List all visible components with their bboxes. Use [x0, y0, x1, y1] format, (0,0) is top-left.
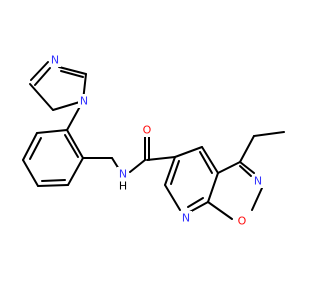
bond	[199, 151, 213, 174]
bond	[22, 159, 39, 187]
atom-label-background	[252, 174, 264, 188]
atom-label-background	[236, 214, 248, 228]
bond	[58, 66, 87, 75]
atom-label-background	[117, 167, 129, 181]
bond	[164, 156, 176, 186]
bond	[170, 160, 180, 185]
benzene-ring	[22, 129, 84, 187]
bond	[64, 134, 79, 158]
atom-n-imidazole-top: N	[51, 54, 59, 67]
bond	[37, 184, 69, 187]
bond	[251, 187, 263, 211]
bond	[67, 157, 84, 186]
isoxazole-ring	[207, 161, 263, 220]
bond	[239, 135, 255, 163]
bond	[217, 161, 241, 174]
bond	[174, 146, 203, 158]
atom-o-isoxazole: O	[238, 215, 247, 228]
atom-label-background	[78, 94, 90, 108]
bond	[41, 179, 66, 182]
bond	[253, 131, 285, 137]
atom-label-background	[49, 53, 61, 67]
bond	[164, 184, 181, 211]
atom-n-amide: N	[119, 168, 127, 181]
bond	[239, 165, 252, 177]
atom-n-pyridine: N	[182, 212, 190, 225]
bond	[207, 201, 233, 220]
bond	[146, 156, 176, 161]
bond	[34, 67, 51, 86]
bond	[201, 146, 219, 174]
bond	[207, 172, 219, 203]
molecule-diagram: N N N H O N O N	[22, 53, 285, 228]
imidazole-ring	[29, 61, 87, 111]
bond	[22, 132, 38, 161]
atom-n-isoxazole: N	[254, 175, 262, 188]
atom-o-carbonyl: O	[143, 124, 152, 137]
atom-h-amide: H	[119, 180, 127, 193]
atom-labels: N N N H O N O N	[49, 53, 264, 228]
atom-label-background	[141, 123, 153, 137]
bond	[129, 159, 146, 173]
bond	[60, 70, 84, 78]
bond	[29, 137, 42, 160]
bond	[36, 129, 68, 134]
bond	[187, 197, 204, 208]
bond	[66, 129, 84, 159]
pyridine-ring	[164, 146, 219, 215]
atom-label-background	[180, 211, 192, 225]
bond	[239, 161, 255, 174]
structure-svg: N N N H O N O N	[22, 53, 285, 228]
atom-n-imidazole-bottom: N	[80, 95, 88, 108]
bond	[30, 61, 49, 81]
bond	[29, 83, 54, 111]
atom-label-background	[117, 179, 129, 193]
